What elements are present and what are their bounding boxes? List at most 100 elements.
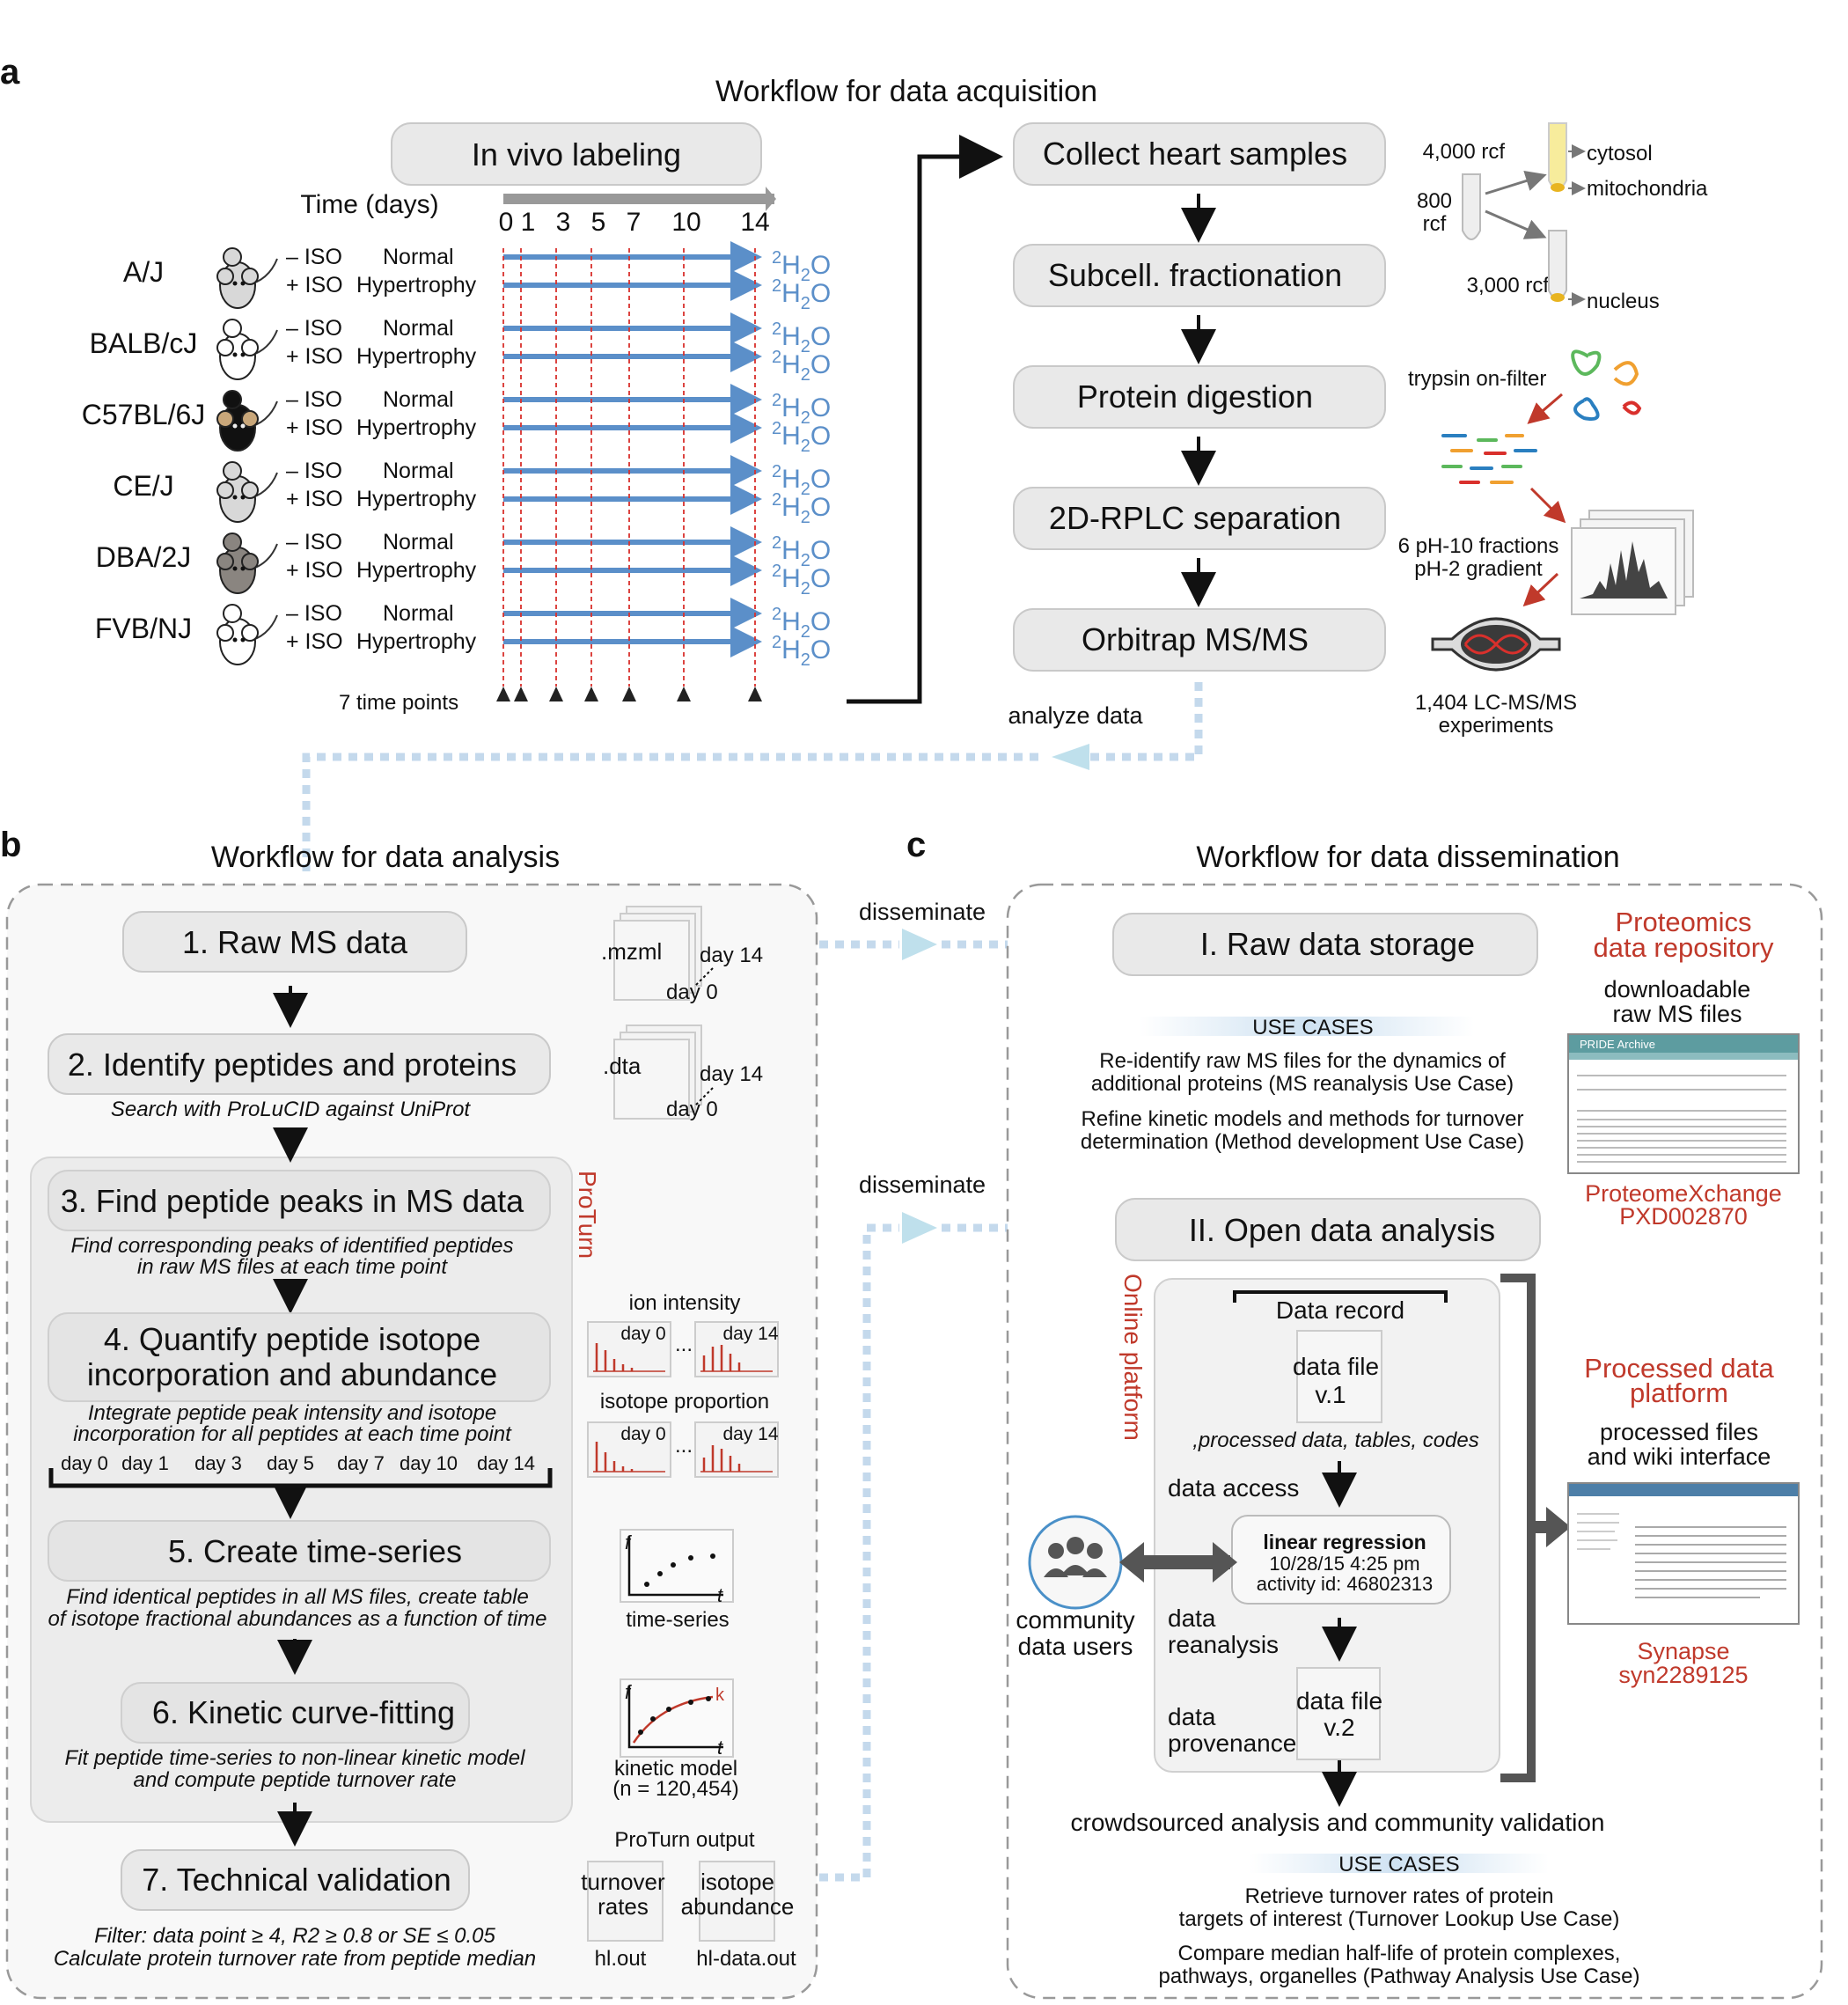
cytosol-label: cytosol — [1587, 142, 1653, 165]
linear-regression-box: linear regression 10/28/15 4:25 pm activ… — [1231, 1515, 1451, 1605]
heavy-water-label: 2H2O — [772, 562, 831, 599]
condition-minus: – ISO — [286, 459, 342, 483]
time-point-marker — [496, 687, 510, 701]
condition-hypertrophy: Hypertrophy — [356, 344, 477, 369]
data-access-label: data access — [1168, 1474, 1299, 1502]
spectrum-icon: day 0 — [587, 1421, 671, 1478]
repository-title-2: data repository — [1593, 932, 1774, 963]
step-5-box: 5. Create time-series — [48, 1520, 551, 1582]
isotope-label-1: isotope — [700, 1869, 774, 1895]
provenance-label-2: provenance — [1168, 1730, 1296, 1757]
condition-hypertrophy: Hypertrophy — [356, 415, 477, 440]
strain-name: FVB/NJ — [95, 613, 192, 644]
day-label: day 1 — [121, 1452, 169, 1474]
condition-normal: Normal — [383, 601, 454, 626]
condition-minus: – ISO — [286, 245, 342, 269]
spectrum-icon: day 0 — [587, 1321, 671, 1377]
data-file-v1-version: v.1 — [1315, 1381, 1346, 1408]
heavy-water-label: 2H2O — [772, 319, 831, 356]
step-6-label: 6. Kinetic curve-fitting — [152, 1694, 455, 1730]
acquisition-step-label: 2D-RPLC separation — [1049, 500, 1341, 536]
raw-data-storage-label: I. Raw data storage — [1200, 926, 1475, 962]
step-2-box: 2. Identify peptides and proteins — [48, 1033, 551, 1095]
step-6-description-2: and compute peptide turnover rate — [134, 1768, 457, 1792]
rcf-4000-label: 4,000 rcf — [1423, 140, 1506, 164]
processed-data-platform: Processed data platform processed files … — [1567, 1353, 1800, 1688]
mouse-icon — [216, 604, 278, 665]
condition-plus: + ISO — [286, 558, 343, 583]
condition-normal: Normal — [383, 530, 454, 554]
condition-normal: Normal — [383, 316, 454, 341]
time-point-marker — [677, 687, 691, 701]
experiments-label: experiments — [1439, 714, 1554, 738]
mzml-day0: day 0 — [666, 980, 718, 1004]
dta-file-icon — [613, 1039, 690, 1120]
time-point-markers — [496, 687, 762, 701]
data-record-bracket — [1233, 1290, 1448, 1303]
hl-data-filename: hl-data.out — [696, 1947, 796, 1971]
panel-c-title: Workflow for data dissemination — [1196, 841, 1619, 874]
use-case-4-line-1: Compare median half-life of protein comp… — [1178, 1942, 1621, 1965]
ion-intensity-spectra: day 0...day 14 — [587, 1321, 779, 1377]
day-label: day 14 — [477, 1452, 535, 1474]
acquisition-step-label: Orbitrap MS/MS — [1082, 621, 1309, 657]
heavy-water-label: 2H2O — [772, 462, 831, 499]
proteomexchange-id: PXD002870 — [1619, 1203, 1748, 1230]
acquisition-step-box: Collect heart samples — [1013, 122, 1386, 186]
time-tick-7: 7 — [627, 208, 642, 237]
time-tick-10: 10 — [671, 208, 700, 237]
step-6-description-1: Fit peptide time-series to non-linear ki… — [65, 1746, 526, 1770]
downloadable-label-1: downloadable — [1604, 976, 1751, 1002]
strain-name: CE/J — [113, 470, 173, 502]
ellipsis: ... — [675, 1434, 693, 1458]
day-label: day 10 — [400, 1452, 458, 1474]
mouse-icon — [216, 390, 278, 452]
heavy-water-label: 2H2O — [772, 533, 831, 570]
gradient-label: pH-2 gradient — [1414, 557, 1543, 581]
isotope-proportion-label: isotope proportion — [600, 1390, 769, 1414]
use-case-3-line-2: targets of interest (Turnover Lookup Use… — [1179, 1907, 1620, 1931]
heavy-water-label: 2H2O — [772, 605, 831, 642]
fractions-label: 6 pH-10 fractions — [1398, 534, 1559, 558]
ellipsis: ... — [675, 1333, 693, 1356]
spectrum-day-label: day 0 — [620, 1324, 665, 1344]
ts-t-label: t — [717, 1584, 723, 1606]
use-cases-banner-2 — [1250, 1854, 1549, 1873]
isotope-proportion-spectra: day 0...day 14 — [587, 1421, 779, 1478]
condition-minus: – ISO — [286, 601, 342, 626]
raw-data-storage-box: I. Raw data storage — [1112, 913, 1538, 976]
panel-b-title: Workflow for data analysis — [211, 841, 560, 874]
flow-arrow-analyze — [1052, 744, 1089, 770]
step-4-description-1: Integrate peptide peak intensity and iso… — [88, 1401, 496, 1425]
mzml-file-stack: .mzml day 14 day 0 — [601, 906, 763, 1004]
use-cases-heading-2: USE CASES — [1338, 1853, 1459, 1876]
use-case-2-line-1: Refine kinetic models and methods for tu… — [1082, 1107, 1524, 1131]
kinetic-model-count: (n = 120,454) — [612, 1777, 738, 1801]
hl-out-file-icon — [587, 1861, 664, 1942]
synapse-label: Synapse — [1637, 1638, 1729, 1664]
data-file-v2-version: v.2 — [1324, 1714, 1354, 1741]
dta-file-stack: .dta day 14 day 0 — [603, 1025, 763, 1121]
mouse-icon — [216, 247, 278, 309]
condition-hypertrophy: Hypertrophy — [356, 273, 477, 297]
online-platform-label: Online platform — [1119, 1274, 1147, 1441]
tube-4000-icon — [1548, 122, 1567, 190]
condition-normal: Normal — [383, 459, 454, 483]
ts-f-label: f — [625, 1531, 633, 1553]
reanalysis-label-2: reanalysis — [1168, 1631, 1279, 1658]
acquisition-step-label: Collect heart samples — [1043, 136, 1347, 172]
dta-label: .dta — [603, 1053, 642, 1079]
activity-date: 10/28/15 4:25 pm — [1269, 1553, 1419, 1575]
disseminate-label-2: disseminate — [859, 1171, 986, 1198]
day-label: day 7 — [337, 1452, 385, 1474]
acquisition-step-box: Orbitrap MS/MS — [1013, 608, 1386, 672]
acquisition-step-box: 2D-RPLC separation — [1013, 487, 1386, 550]
proturn-output: ProTurn output turnover rates isotope ab… — [581, 1828, 796, 1971]
activity-title: linear regression — [1263, 1531, 1426, 1553]
in-vivo-label: In vivo labeling — [472, 136, 681, 173]
use-cases-heading-1: USE CASES — [1252, 1016, 1373, 1039]
condition-minus: – ISO — [286, 387, 342, 412]
